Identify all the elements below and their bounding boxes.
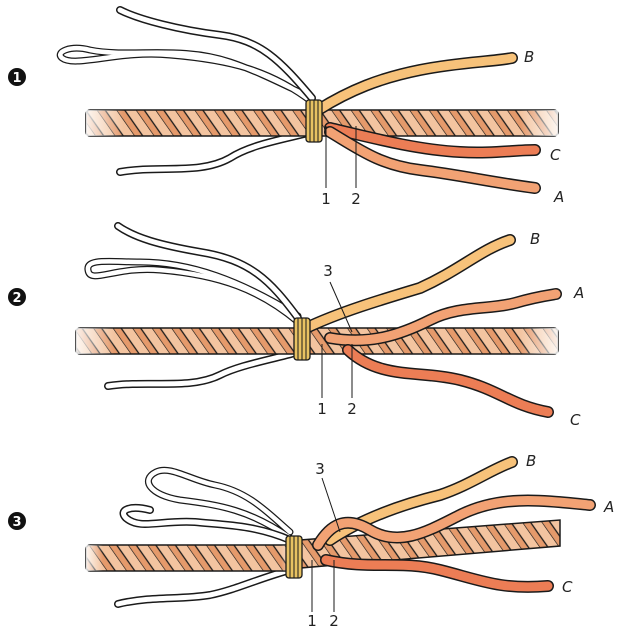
step-3-callout-3: 3: [315, 460, 325, 478]
step-3-number: 3: [12, 515, 21, 530]
step-1-label-a: A: [553, 188, 564, 206]
step-1-label-c: C: [550, 146, 561, 164]
step-2-strand-c: [348, 350, 548, 412]
step-1-whipping: [306, 100, 322, 142]
step-2: 2 3: [8, 226, 584, 429]
step-3-strand-c: [326, 560, 548, 587]
step-3-loose-strands: [118, 470, 290, 604]
step-2-callout-3: 3: [323, 262, 333, 280]
step-2-loose-strands: [88, 226, 298, 386]
step-1-callout-2: 2: [351, 190, 361, 208]
step-2-label-c: C: [570, 411, 581, 429]
step-3-whipping: [286, 536, 302, 578]
step-1-label-b: B: [524, 48, 534, 66]
step-1-number: 1: [12, 71, 21, 86]
step-2-whipping: [294, 318, 310, 360]
step-2-callout-2: 2: [347, 400, 357, 418]
step-2-strand-b: [306, 240, 510, 328]
step-1-loose-strands: [60, 10, 312, 172]
step-2-callout-1: 1: [317, 400, 327, 418]
step-3-label-c: C: [562, 578, 573, 596]
step-2-label-b: B: [530, 230, 540, 248]
step-2-label-a: A: [573, 284, 584, 302]
step-3-label-a: A: [603, 498, 614, 516]
step-3: 3: [8, 452, 614, 630]
step-3-callout-2: 2: [329, 612, 339, 630]
step-2-number: 2: [12, 291, 21, 306]
step-3-label-b: B: [526, 452, 536, 470]
step-1-callout-1: 1: [321, 190, 331, 208]
step-3-callout-1: 1: [307, 612, 317, 630]
step-1: 1: [8, 10, 564, 208]
step-1-strand-b: [318, 58, 512, 110]
